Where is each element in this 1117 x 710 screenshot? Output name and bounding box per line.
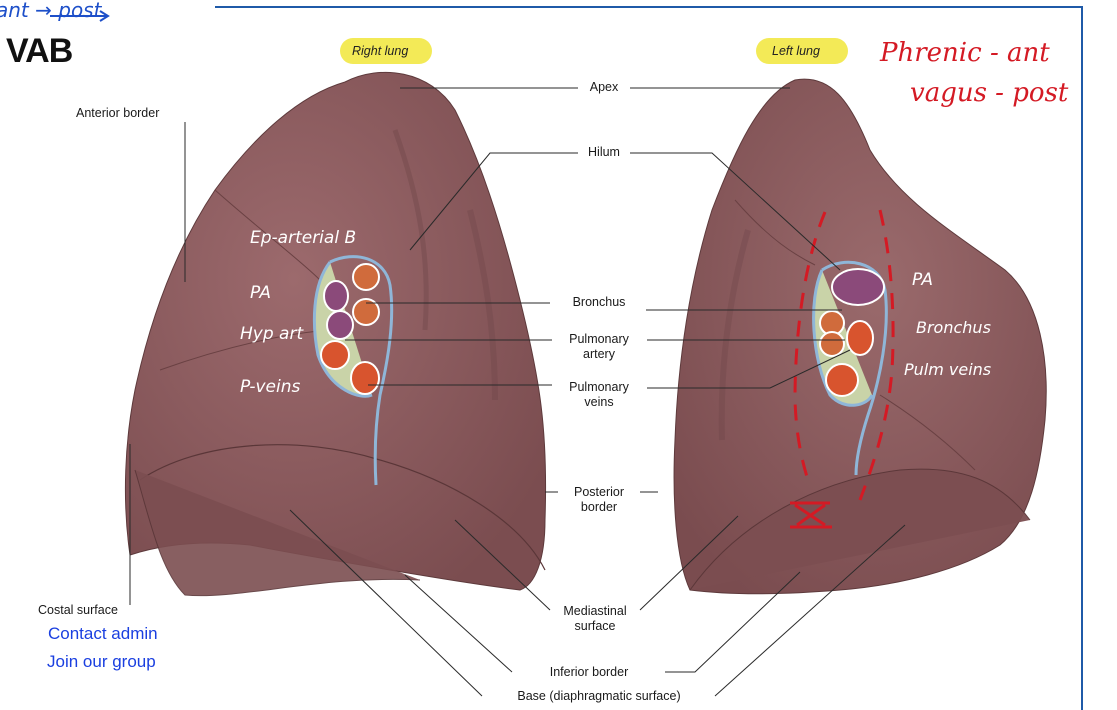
annotation-bronchus-left: Bronchus xyxy=(916,318,991,337)
right-lung-title: Right lung xyxy=(352,44,408,58)
logo: VAB xyxy=(6,32,72,71)
label-bronchus: Bronchus xyxy=(553,295,645,310)
handwritten-ant-post: ant → post xyxy=(0,0,101,22)
label-pulmonary-artery: Pulmonary artery xyxy=(553,332,645,362)
label-hilum: Hilum xyxy=(578,145,630,160)
annotation-phrenic: Phrenic - ant xyxy=(880,38,1050,68)
label-pulmonary-veins: Pulmonary veins xyxy=(553,380,645,410)
contact-admin-link[interactable]: Contact admin xyxy=(48,624,158,644)
label-apex: Apex xyxy=(580,80,628,95)
annotation-pa-right: PA xyxy=(250,283,271,303)
annotation-pa-left: PA xyxy=(912,270,933,290)
annotation-p-veins: P-veins xyxy=(240,377,300,397)
annotation-eparterial: Ep-arterial B xyxy=(250,228,356,248)
annotation-hyp-art: Hyp art xyxy=(240,324,303,344)
right-lung xyxy=(125,72,545,595)
label-anterior-border: Anterior border xyxy=(76,106,159,121)
left-lung-title: Left lung xyxy=(772,44,820,58)
label-posterior-border: Posterior border xyxy=(558,485,640,515)
label-costal-surface: Costal surface xyxy=(38,603,118,618)
annotation-vagus: vagus - post xyxy=(910,78,1068,108)
label-inferior-border: Inferior border xyxy=(514,665,664,680)
label-base: Base (diaphragmatic surface) xyxy=(484,689,714,704)
label-mediastinal-surface: Mediastinal surface xyxy=(548,604,642,634)
join-group-link[interactable]: Join our group xyxy=(47,652,156,672)
annotation-pulm-veins-left: Pulm veins xyxy=(904,360,991,379)
